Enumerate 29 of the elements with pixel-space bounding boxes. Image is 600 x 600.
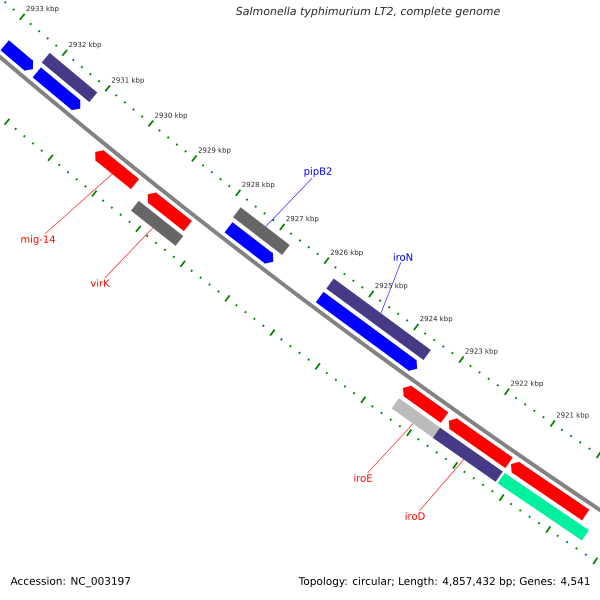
gene-block <box>403 386 448 423</box>
gene-label: virK <box>90 279 110 287</box>
gene-block <box>316 292 418 371</box>
gene-block <box>32 68 80 110</box>
gene-block <box>148 192 192 231</box>
gene-block <box>433 428 503 482</box>
gene-block <box>498 473 589 540</box>
leader-line <box>419 459 464 512</box>
leader-line <box>367 423 414 474</box>
leader-line <box>104 228 154 278</box>
title: Salmonella typhimurium LT2, complete genome <box>236 6 500 18</box>
gene-block <box>0 40 33 71</box>
leader-line <box>265 178 313 227</box>
gene-block <box>510 462 590 520</box>
gene-block <box>42 53 98 102</box>
leader-line <box>380 262 402 314</box>
accession-text: Accession: NC_003197 <box>10 576 130 588</box>
leader-line <box>44 174 113 234</box>
gene-label: iroD <box>406 512 425 520</box>
gene-block <box>224 222 274 264</box>
gene-label: mig-14 <box>21 235 56 245</box>
gene-block <box>95 150 139 189</box>
genome-summary: Topology: circular; Length: 4,857,432 bp; Genes: 4,541 <box>298 576 590 588</box>
gene-block <box>131 200 184 246</box>
gene-label: iroE <box>354 474 372 482</box>
gene-block <box>448 418 513 468</box>
gene-label: pipB2 <box>304 167 332 177</box>
gene-label: iroN <box>394 253 412 261</box>
gene-block <box>392 398 443 440</box>
